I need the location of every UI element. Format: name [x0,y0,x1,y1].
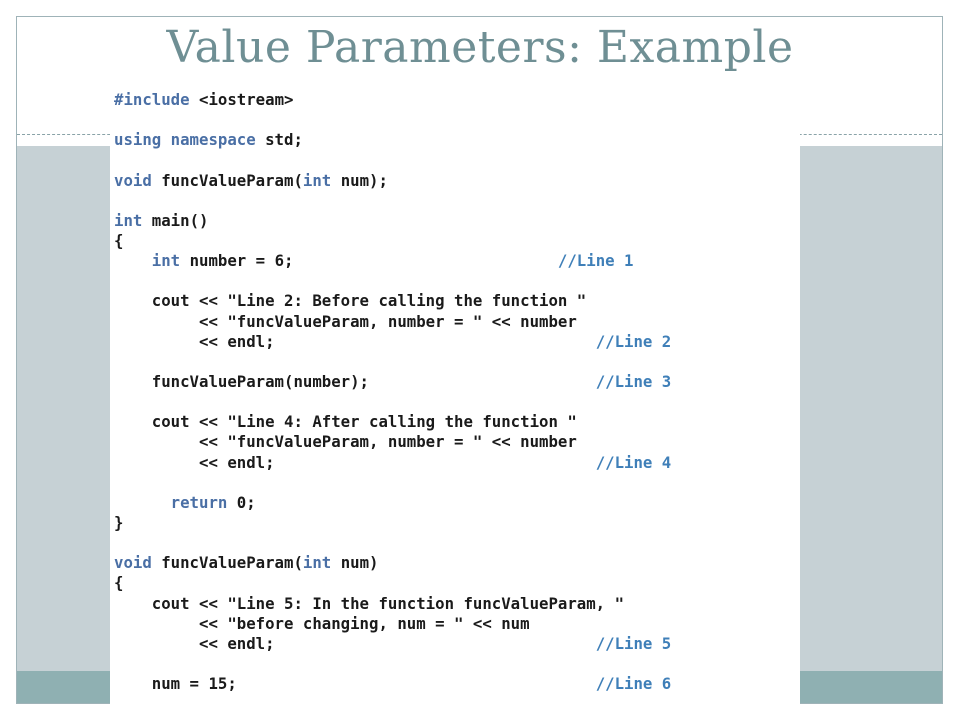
code-text: std; [255,130,303,150]
code-text: << endl; [114,633,596,653]
code-keyword: int [151,251,181,271]
code-text: 0; [227,492,256,512]
code-line: << endl; //Line 4 [114,453,671,473]
code-comment: //Line 5 [595,633,672,653]
slide-title: Value Parameters: Example [166,22,794,73]
code-line: << endl; //Line 2 [114,332,671,352]
code-text: } [114,512,124,532]
code-keyword: int [302,553,332,573]
code-text: << endl; [114,331,596,351]
code-line: funcValueParam(number); //Line 3 [114,372,671,392]
code-text: { [114,230,124,250]
code-line [114,352,671,372]
code-line: << "before changing, num = " << num [114,614,671,634]
code-text: <iostream> [189,90,294,109]
code-line [114,191,671,211]
code-line: } [114,513,671,533]
code-keyword: void [114,553,152,573]
code-comment: //Line 2 [595,331,672,351]
code-line: << endl; //Line 5 [114,634,671,654]
code-text: cout << "Line 5: In the function funcVal… [114,593,625,613]
code-text [114,251,152,270]
code-line: cout << "Line 4: After calling the funct… [114,412,671,432]
code-line [114,654,671,674]
code-line: { [114,231,671,251]
code-line [114,110,671,130]
code-comment: //Line 1 [557,251,634,271]
code-line [114,392,671,412]
code-line: int main() [114,211,671,231]
code-text: cout << "Line 4: After calling the funct… [114,412,577,432]
code-line [114,150,671,170]
code-keyword: return [170,492,228,512]
code-line: #include <iostream> [114,90,671,110]
code-keyword: int [114,210,143,230]
code-text: num = 15; [114,674,596,694]
code-panel: #include <iostream> using namespace std;… [110,86,800,704]
code-line [114,533,671,553]
code-text: num) [331,553,379,573]
code-line [114,271,671,291]
code-line: cout << "Line 5: In the function funcVal… [114,594,671,614]
code-line: return 0; [114,493,671,513]
code-line: << "funcValueParam, number = " << number [114,432,671,452]
code-text: << "funcValueParam, number = " << number [114,432,577,452]
code-comment: //Line 3 [595,371,672,391]
code-line: void funcValueParam(int num) [114,553,671,573]
code-text: funcValueParam( [151,553,303,573]
code-text: funcValueParam( [151,170,303,190]
code-text: << endl; [114,452,596,472]
code-text [114,493,171,512]
code-line: using namespace std; [114,130,671,150]
code-line: void funcValueParam(int num); [114,171,671,191]
code-text: cout << "Line 2: Before calling the func… [114,291,587,311]
code-line: int number = 6; //Line 1 [114,251,671,271]
code-comment: //Line 6 [595,674,672,694]
code-line: { [114,573,671,593]
code-keyword: int [302,170,332,190]
code-line: << "funcValueParam, number = " << number [114,312,671,332]
code-text: num); [331,170,388,190]
code-text: main() [142,210,209,230]
code-listing: #include <iostream> using namespace std;… [114,90,671,694]
code-text: << "funcValueParam, number = " << number [114,311,577,331]
code-keyword: void [114,170,152,190]
code-text: funcValueParam(number); [114,371,596,391]
code-line: cout << "Line 2: Before calling the func… [114,291,671,311]
code-text: << "before changing, num = " << num [114,613,530,633]
code-keyword: using namespace [114,130,256,150]
code-text: { [114,573,124,593]
code-line: num = 15; //Line 6 [114,674,671,694]
code-line [114,473,671,493]
code-text: number = 6; [180,251,558,271]
code-keyword: #include [114,90,190,109]
code-comment: //Line 4 [595,452,672,472]
